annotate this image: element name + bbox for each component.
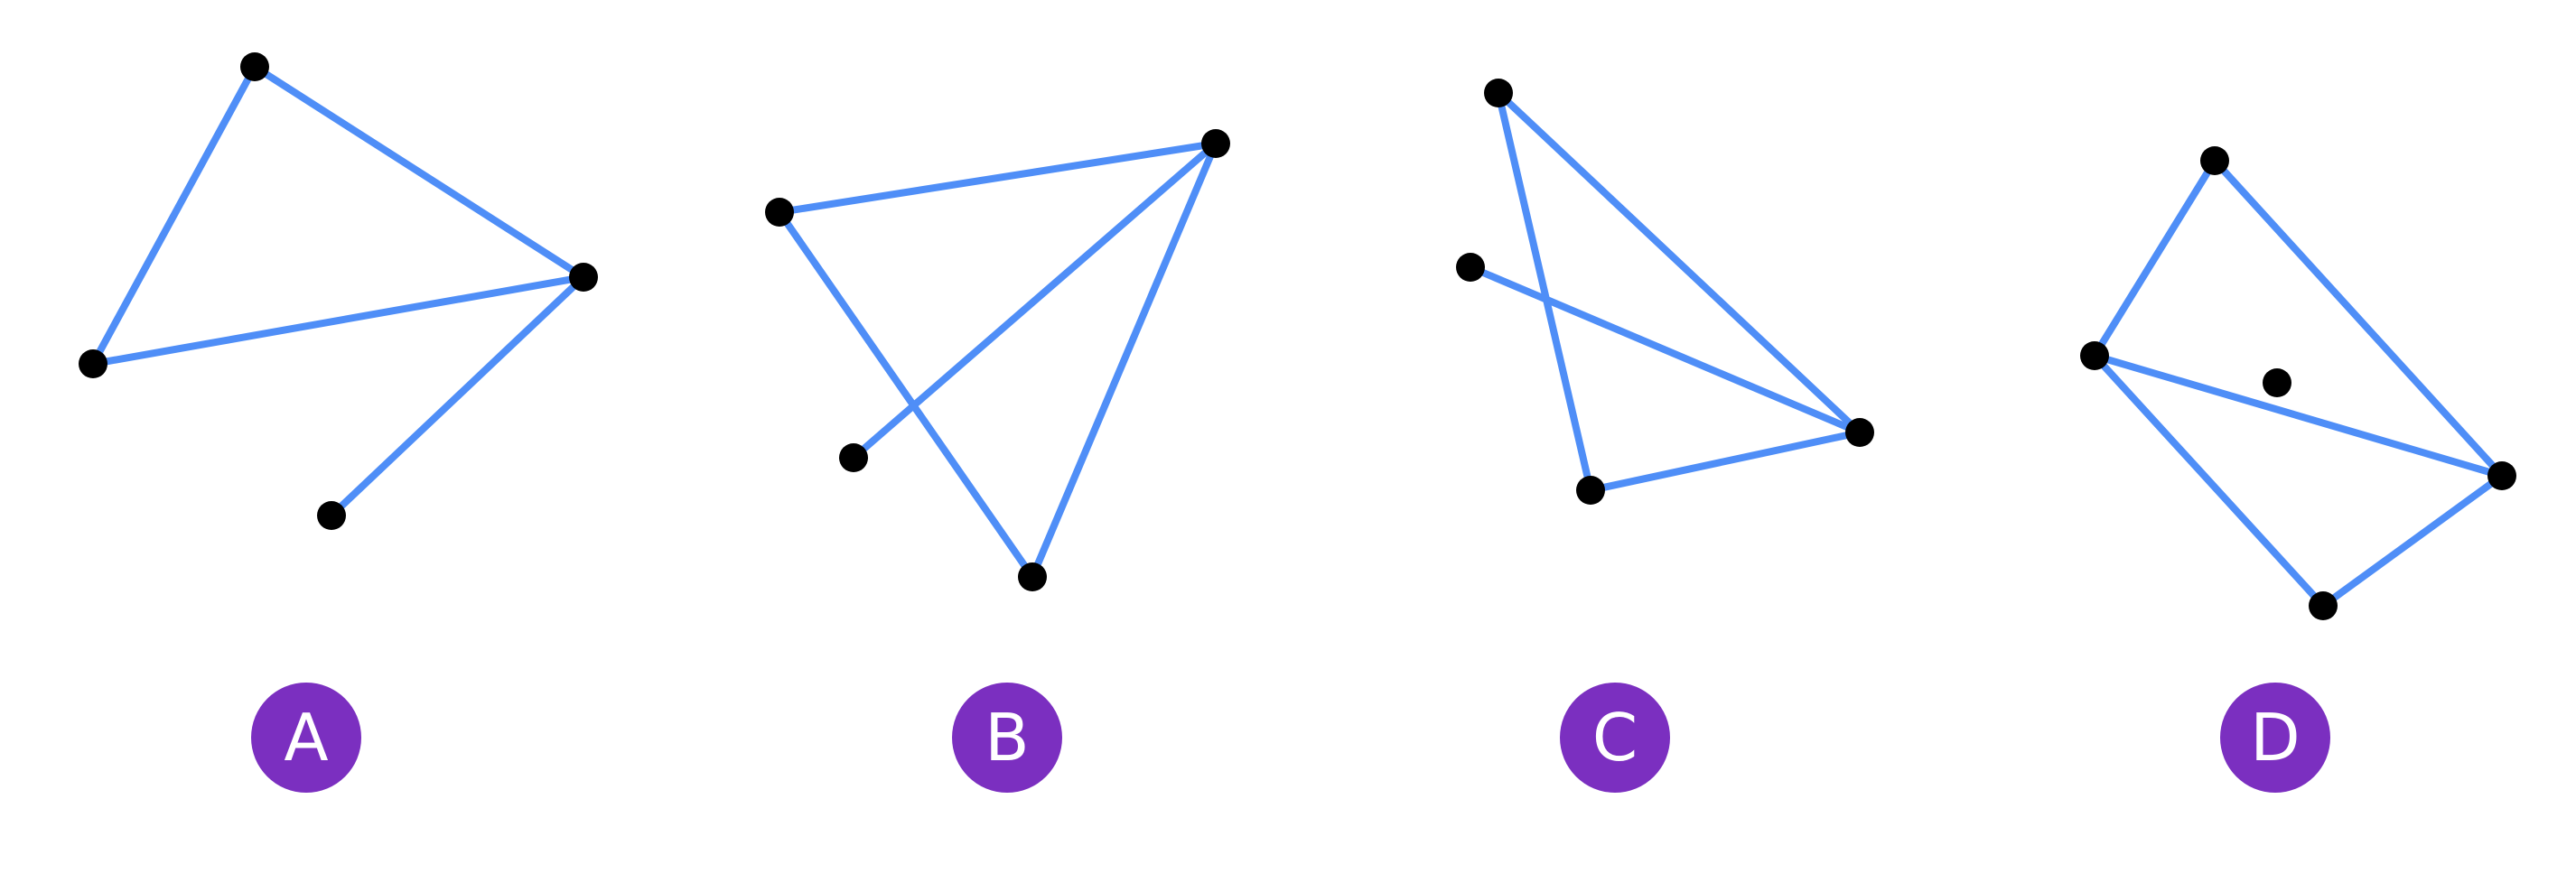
edge-d1-d4: [2211, 157, 2506, 479]
edge-c1-c4: [1495, 89, 1594, 494]
edge-a1-a2: [251, 63, 587, 281]
graph-c: [1456, 79, 1874, 505]
node-a1: [240, 52, 269, 81]
edge-d4-d5: [2319, 472, 2506, 609]
node-d2: [2080, 341, 2109, 370]
option-badge-d: D: [2220, 683, 2330, 793]
edge-d2-d5: [2091, 352, 2327, 609]
node-a4: [317, 501, 346, 530]
option-badge-b: B: [952, 683, 1062, 793]
node-d5: [2309, 591, 2338, 620]
node-c4: [1576, 476, 1605, 505]
edge-d2-d4: [2091, 352, 2506, 479]
node-b3: [839, 443, 868, 472]
option-badge-c: C: [1560, 683, 1670, 793]
option-label-c: C: [1591, 700, 1638, 776]
node-c3: [1845, 418, 1874, 447]
node-c1: [1484, 79, 1513, 107]
option-label-d: D: [2250, 700, 2301, 776]
edge-a1-a3: [89, 63, 258, 367]
edge-d1-d2: [2091, 157, 2218, 359]
node-d3: [2263, 368, 2291, 397]
edge-a2-a3: [89, 274, 587, 367]
node-b2: [1201, 129, 1230, 158]
edge-c1-c3: [1495, 89, 1863, 436]
graph-b: [765, 129, 1230, 591]
edge-b2-b3: [850, 140, 1219, 461]
option-badge-a: A: [251, 683, 361, 793]
option-label-b: B: [985, 700, 1030, 776]
option-label-a: A: [284, 700, 329, 776]
node-b4: [1018, 562, 1047, 591]
edge-a2-a4: [328, 274, 587, 519]
node-c2: [1456, 253, 1485, 282]
edge-b1-b4: [776, 209, 1036, 581]
graph-d: [2080, 146, 2516, 620]
edge-c2-c3: [1467, 264, 1863, 436]
node-b1: [765, 198, 794, 227]
edge-b2-b4: [1029, 140, 1219, 581]
node-d1: [2200, 146, 2229, 175]
edge-c3-c4: [1587, 429, 1863, 494]
node-d4: [2487, 461, 2516, 490]
edge-b1-b2: [776, 140, 1219, 216]
node-a2: [569, 263, 598, 292]
graph-a: [79, 52, 598, 530]
node-a3: [79, 349, 107, 378]
